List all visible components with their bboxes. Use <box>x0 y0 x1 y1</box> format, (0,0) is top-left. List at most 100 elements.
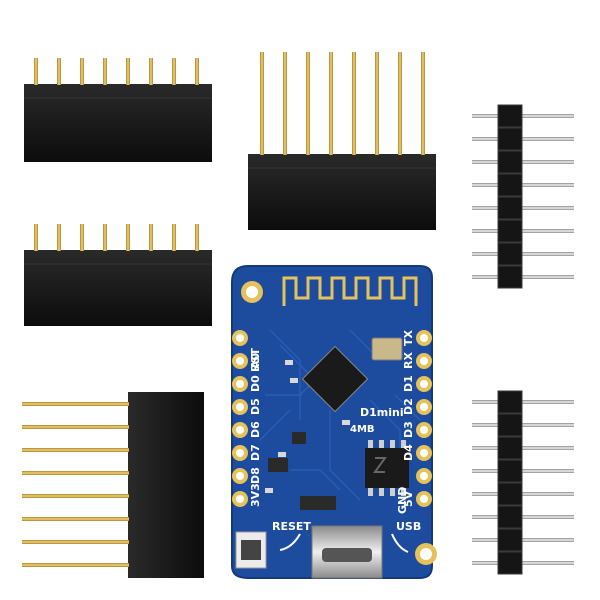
header-block <box>497 173 523 197</box>
header-block <box>497 150 523 174</box>
crystal <box>371 337 403 361</box>
header-block <box>497 482 523 506</box>
header-pin <box>329 52 333 155</box>
header-pin <box>149 224 153 251</box>
pin-label-left: D6 <box>249 421 262 438</box>
pin-label-rst: RST <box>249 348 262 372</box>
header-pin <box>472 423 574 427</box>
header-pin <box>57 58 61 85</box>
header-pin <box>22 448 129 452</box>
header-pin <box>472 252 574 256</box>
header-pin <box>398 52 402 155</box>
header-block <box>497 413 523 437</box>
header-pin <box>421 52 425 155</box>
header-pin <box>472 400 574 404</box>
header-pin <box>472 469 574 473</box>
pin-label-gnd: GND <box>396 487 409 514</box>
header-pin <box>472 160 574 164</box>
header-pin <box>149 58 153 85</box>
header-block <box>497 219 523 243</box>
header-pin <box>472 515 574 519</box>
header-pin <box>57 224 61 251</box>
header-pin <box>195 224 199 251</box>
reset-button[interactable] <box>235 531 267 569</box>
header-pin <box>126 224 130 251</box>
board-model-label: D1mini <box>360 406 404 419</box>
header-block <box>497 104 523 128</box>
header-block <box>497 127 523 151</box>
micro-usb-port[interactable] <box>311 525 383 579</box>
header-pin <box>195 58 199 85</box>
pin-label-left: 3V3 <box>249 483 262 507</box>
header-pin <box>472 446 574 450</box>
header-pin <box>22 471 129 475</box>
male-header-right-top <box>472 104 574 289</box>
header-pin <box>306 52 310 155</box>
header-pin <box>34 224 38 251</box>
header-block <box>497 196 523 220</box>
header-block <box>497 242 523 266</box>
header-pin <box>472 229 574 233</box>
female-header-top-left <box>24 58 212 162</box>
header-pin <box>22 540 129 544</box>
header-pin <box>103 224 107 251</box>
pin-label-right: D2 <box>402 398 415 415</box>
pin-label-right: 5V <box>402 490 415 507</box>
header-pin <box>472 137 574 141</box>
header-block <box>497 459 523 483</box>
header-pin <box>472 561 574 565</box>
female-header-bottom-left <box>22 392 204 578</box>
male-header-right-bottom <box>472 390 574 575</box>
header-pin <box>80 58 84 85</box>
header-pin <box>172 224 176 251</box>
header-block <box>497 528 523 552</box>
pin-label-right: RX <box>402 352 415 369</box>
female-header-middle-left <box>24 224 212 326</box>
right-pin-pads <box>416 330 432 507</box>
header-block <box>497 551 523 575</box>
header-pin <box>472 538 574 542</box>
header-block <box>497 390 523 414</box>
header-pin <box>22 494 129 498</box>
header-pin <box>126 58 130 85</box>
header-pin <box>472 183 574 187</box>
header-pin <box>472 206 574 210</box>
pin-label-left: D8 <box>249 467 262 484</box>
header-block <box>497 436 523 460</box>
header-pin <box>103 58 107 85</box>
header-pin <box>375 52 379 155</box>
header-pin <box>22 425 129 429</box>
header-pin <box>172 58 176 85</box>
left-pin-pads <box>232 330 248 507</box>
header-pin <box>472 114 574 118</box>
header-pin <box>260 52 264 155</box>
header-pin <box>283 52 287 155</box>
header-pin <box>352 52 356 155</box>
pin-label-right: TX <box>402 329 415 346</box>
header-block <box>497 265 523 289</box>
header-pin <box>80 224 84 251</box>
pin-label-left: A0 <box>249 352 262 369</box>
flash-chip <box>365 440 409 496</box>
reset-arrow-icon <box>279 533 301 551</box>
wifi-antenna-trace <box>282 276 418 306</box>
usb-arrow-icon <box>391 533 409 553</box>
pin-label-left: D7 <box>249 444 262 461</box>
header-pin <box>472 275 574 279</box>
header-pin <box>472 492 574 496</box>
header-pin <box>22 517 129 521</box>
pin-label-right: D1 <box>402 375 415 392</box>
usb-label: USB <box>396 520 421 533</box>
reset-label: RESET <box>272 520 311 533</box>
header-pin <box>22 402 129 406</box>
pin-label-right: D3 <box>402 421 415 438</box>
pin-label-left: D0 <box>249 375 262 392</box>
pin-label-right: D4 <box>402 444 415 461</box>
flash-size-label: 4MB <box>350 424 375 435</box>
female-header-top-middle <box>248 52 436 230</box>
pin-label-left: D5 <box>249 398 262 415</box>
header-pin <box>34 58 38 85</box>
header-pin <box>22 563 129 567</box>
